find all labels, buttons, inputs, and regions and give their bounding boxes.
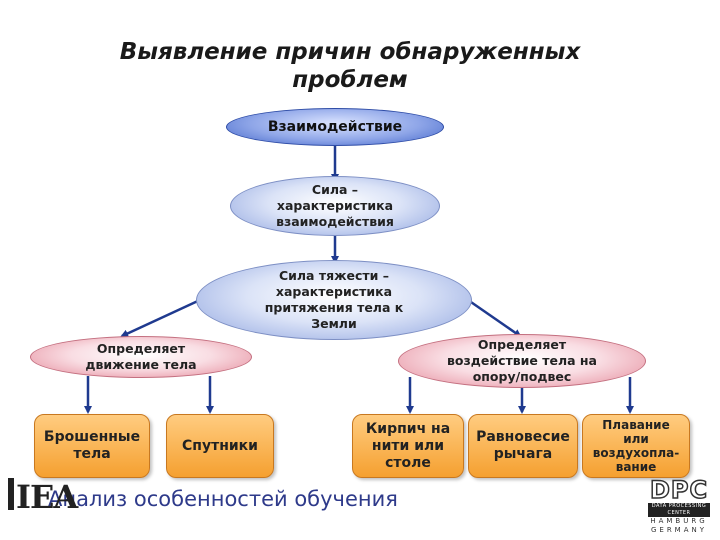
node-gravity: Сила тяжести – характеристика притяжения… xyxy=(196,260,472,340)
node-thrown: Брошенные тела xyxy=(34,414,150,478)
title-line-2: проблем xyxy=(292,67,408,93)
dpc-logo-text: DPC xyxy=(649,476,709,504)
node-gravity-line-2: характеристика xyxy=(275,284,393,299)
node-gravity-line-1: Сила тяжести – xyxy=(278,268,390,283)
node-motion-line-2: движение тела xyxy=(85,357,197,372)
node-brick: Кирпич на нити или столе xyxy=(352,414,464,478)
arrow-gravity-to-support xyxy=(467,298,522,338)
iea-logo-text: IEA xyxy=(16,478,78,516)
node-lever: Равновесие рычага xyxy=(468,414,578,478)
node-thrown-line-2: тела xyxy=(73,446,111,462)
title-line-1: Выявление причин обнаруженных xyxy=(119,39,581,65)
node-swimming-line-3: воздухопла- xyxy=(592,446,680,460)
node-brick-line-3: столе xyxy=(385,454,431,471)
node-force: Сила – характеристика взаимодействия xyxy=(230,176,440,236)
node-swimming: Плавание или воздухопла- вание xyxy=(582,414,690,478)
node-interaction-label: Взаимодействие xyxy=(267,119,403,135)
node-satellites-label: Спутники xyxy=(182,438,258,454)
node-thrown-line-1: Брошенные xyxy=(43,429,141,445)
node-satellites: Спутники xyxy=(166,414,274,478)
arrow-gravity-to-motion xyxy=(120,298,201,338)
footer-caption: Анализ особенностей обучения xyxy=(48,487,398,511)
node-lever-line-2: рычага xyxy=(493,446,553,462)
node-swimming-line-1: Плавание xyxy=(602,418,670,432)
dpc-logo: DPC DATA PROCESSING CENTER HAMBURG GERMA… xyxy=(648,476,710,535)
node-brick-line-2: нити или xyxy=(371,437,445,454)
node-force-line-1: Сила – xyxy=(311,182,359,197)
dpc-logo-city: HAMBURG xyxy=(650,517,708,525)
node-brick-line-1: Кирпич на xyxy=(365,420,451,437)
node-swimming-line-2: или xyxy=(623,432,649,446)
page-title: Выявление причин обнаруженных проблем xyxy=(60,38,640,94)
node-swimming-line-4: вание xyxy=(615,460,657,474)
dpc-logo-country: GERMANY xyxy=(650,526,708,534)
iea-logo: IEA xyxy=(8,478,78,516)
node-gravity-line-3: притяжения тела к xyxy=(264,300,404,315)
node-motion: Определяет движение тела xyxy=(30,336,252,378)
node-lever-line-1: Равновесие xyxy=(476,429,570,445)
node-gravity-line-4: Земли xyxy=(311,316,357,331)
node-support-line-1: Определяет xyxy=(477,337,567,352)
dpc-logo-band: DATA PROCESSING CENTER xyxy=(648,503,710,517)
node-support-line-2: воздействие тела на xyxy=(447,353,597,368)
node-support-line-3: опору/подвес xyxy=(472,369,572,384)
node-motion-line-1: Определяет xyxy=(96,341,186,356)
node-force-line-2: характеристика xyxy=(276,198,394,213)
node-force-line-3: взаимодействия xyxy=(276,214,394,229)
node-interaction: Взаимодействие xyxy=(226,108,444,146)
iea-logo-bar xyxy=(8,478,14,510)
node-support: Определяет воздействие тела на опору/под… xyxy=(398,334,646,388)
